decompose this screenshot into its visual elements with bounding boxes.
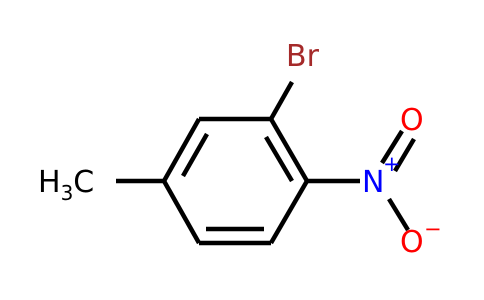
bond-bromine bbox=[269, 80, 294, 121]
bond-n-o-bottom bbox=[387, 197, 410, 232]
methyl-h: H bbox=[38, 165, 61, 200]
bond-n-o-top-2 bbox=[393, 137, 416, 173]
bond-ring-4 bbox=[269, 179, 309, 245]
bond-double-inner-2 bbox=[264, 135, 294, 183]
bond-n-o-top-1 bbox=[380, 129, 404, 165]
oxygen-top-label: O bbox=[400, 103, 424, 138]
oxygen-bottom-label: O bbox=[400, 225, 424, 260]
bond-ring-6 bbox=[162, 179, 201, 245]
bromine-label: Br bbox=[286, 39, 320, 74]
benzene-ring bbox=[162, 116, 309, 246]
oxygen-bottom-charge: − bbox=[424, 217, 442, 241]
bond-double-inner-1 bbox=[181, 132, 209, 178]
nitrogen-label: N bbox=[362, 165, 384, 200]
methyl-label: H3C bbox=[38, 165, 94, 205]
bond-ring-1 bbox=[162, 117, 201, 183]
nitrogen-charge: + bbox=[383, 152, 401, 176]
methyl-c: C bbox=[73, 165, 94, 200]
bond-ring-3 bbox=[269, 117, 309, 183]
methyl-subscript: 3 bbox=[61, 181, 74, 205]
